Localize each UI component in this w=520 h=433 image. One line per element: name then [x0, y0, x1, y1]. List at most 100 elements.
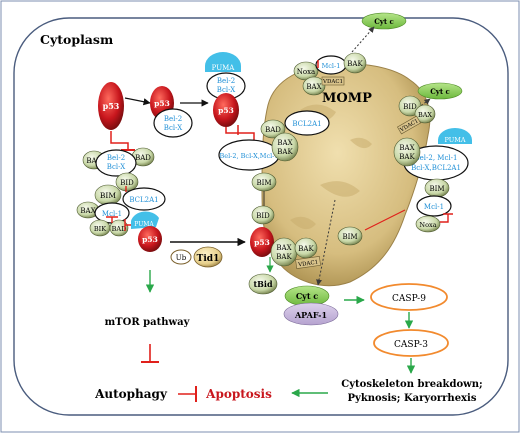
- bcl2a1-right: [284, 110, 330, 136]
- bim-label: BIM: [429, 185, 444, 193]
- bak-label: BAK: [298, 245, 314, 253]
- vdac-label: VDAC1: [322, 79, 343, 85]
- vdac-lower: [295, 256, 321, 269]
- casp3-label: CASP-3: [394, 340, 428, 350]
- p53-right: p53: [213, 93, 239, 127]
- bim-lower-right: [337, 226, 363, 246]
- bak-label: BAK: [399, 153, 415, 161]
- ub-tag: Ub: [170, 249, 192, 265]
- apaf1-node: APAF-1: [283, 302, 339, 326]
- vdac-label: VDAC1: [297, 260, 319, 269]
- cytc-right-bubble: [417, 82, 463, 100]
- cytoskeleton-line2: Pyknosis; Karyorrhexis: [348, 393, 477, 404]
- cytoplasm-label: Cytoplasm: [40, 32, 113, 47]
- puma-label: PUMA: [212, 64, 236, 72]
- casp3-node: CASP-3: [373, 329, 449, 357]
- bad-protein-3: [260, 119, 286, 139]
- tbid-label: tBid: [253, 279, 272, 289]
- ub-label: Ub: [176, 254, 187, 262]
- cluster-inhibition-3: [124, 219, 131, 231]
- bim-label: BIM: [342, 233, 357, 241]
- left-bcl-cluster: BAX BAD Bel-2 Bcl-X BID BIM BCL2A1 BAX M…: [76, 147, 166, 237]
- p53-membrane: p53: [250, 227, 274, 257]
- casp9-node: CASP-9: [370, 283, 448, 311]
- bik-label: BIK: [94, 225, 106, 233]
- cytc-top-bubble: [361, 12, 407, 30]
- bcl2-bclx-mcl1-label: Bel-2, Bcl-X,Mcl-1: [219, 152, 278, 160]
- cytc-release-top: [351, 26, 375, 53]
- mcl1-label: Mcl-1: [424, 203, 444, 211]
- noxa-right: [415, 215, 441, 233]
- bax-label: BAX: [276, 244, 291, 252]
- cytc-release-right: [417, 98, 431, 109]
- mcl1-right: [416, 195, 452, 217]
- bak-top: [343, 52, 367, 74]
- bcl2-label: Bel-2: [217, 77, 235, 85]
- bad-protein-2: [109, 219, 129, 237]
- bad-label: BAD: [112, 225, 127, 233]
- bak-label: BAK: [277, 148, 293, 156]
- p53-label: p53: [154, 99, 170, 108]
- tid1-label: Tid1: [197, 254, 220, 264]
- noxa-label: Noxa: [297, 68, 315, 76]
- bcl2a1-left: [122, 187, 166, 211]
- cytc-label: Cyt c: [296, 291, 318, 301]
- bclx-label: Bcl-X: [107, 163, 125, 171]
- momp-label: MOMP: [322, 91, 372, 106]
- bak-label: BAK: [276, 253, 292, 261]
- puma-right: [438, 128, 472, 144]
- bcl2a1-label: BCL2A1: [292, 120, 321, 128]
- bim-label: BIM: [100, 191, 116, 200]
- bad-label: BAD: [135, 154, 151, 162]
- p53-label: p53: [218, 106, 234, 115]
- bid-label: BID: [403, 103, 417, 111]
- bax-bak-right: [393, 137, 421, 167]
- puma-top: PUMA: [205, 52, 241, 72]
- cytc-label: Cyt c: [430, 87, 450, 96]
- bak-label: BAK: [347, 60, 363, 68]
- bim-label: BIM: [256, 179, 271, 187]
- apaf1-label: APAF-1: [294, 310, 327, 320]
- bid-label: BID: [120, 179, 134, 187]
- bax-label: BAX: [418, 111, 432, 119]
- bax-bak-membrane: [271, 132, 299, 162]
- bclx-bcl2a1-label: Bcl-X,BCL2A1: [411, 164, 461, 172]
- p53-left: p53: [98, 82, 124, 130]
- vdac-top: [321, 76, 345, 86]
- bax-right: [414, 104, 436, 124]
- noxa-label: Noxa: [419, 221, 436, 229]
- bax-label: BAX: [306, 83, 321, 91]
- p53-lower: p53: [138, 226, 162, 252]
- noxa-inhibit-mcl1-right: [440, 213, 453, 223]
- apoptosis-label: Apoptosis: [205, 387, 272, 401]
- p53-label: p53: [254, 238, 270, 247]
- p53-label: p53: [142, 235, 158, 244]
- bim-to-mcl1-inhibit: [364, 209, 406, 231]
- cytc-label: Cyt c: [374, 17, 394, 26]
- bclx-label: Bcl-X: [217, 86, 235, 94]
- bax-label: BAX: [80, 207, 95, 215]
- p53-label: p53: [103, 101, 120, 111]
- bid-label: BID: [256, 212, 270, 220]
- bax-top: [302, 76, 326, 96]
- mtor-pathway-label: mTOR pathway: [105, 317, 191, 328]
- puma-left: [131, 211, 159, 229]
- bax-label: BAX: [399, 144, 414, 152]
- puma-label: PUMA: [134, 221, 154, 228]
- cytc-release-lower: [316, 199, 336, 286]
- bcl2-bclx-complex-center: Bel-2 Bcl-X: [153, 108, 193, 138]
- bax-bak-lower: [270, 237, 298, 267]
- tid1-protein: Tid1: [193, 246, 223, 268]
- mcl1-label: Mcl-1: [102, 210, 122, 218]
- bcl2a1-label: BCL2A1: [129, 196, 158, 204]
- bclx-label: Bcl-X: [164, 124, 182, 132]
- bcl2-bclx-mcl1-complex: Bel-2, Bcl-X,Mcl-1: [218, 139, 280, 171]
- cytoskeleton-line1: Cytoskeleton breakdown;: [341, 379, 482, 390]
- bcl2-mcl1-label: Bel-2, Mcl-1: [415, 154, 458, 162]
- p53-to-center-arrow: [124, 97, 151, 106]
- bid-protein: [115, 172, 139, 192]
- bax-label: BAX: [86, 157, 101, 165]
- bad-label: BAD: [265, 126, 281, 134]
- tbid-protein: [248, 273, 278, 295]
